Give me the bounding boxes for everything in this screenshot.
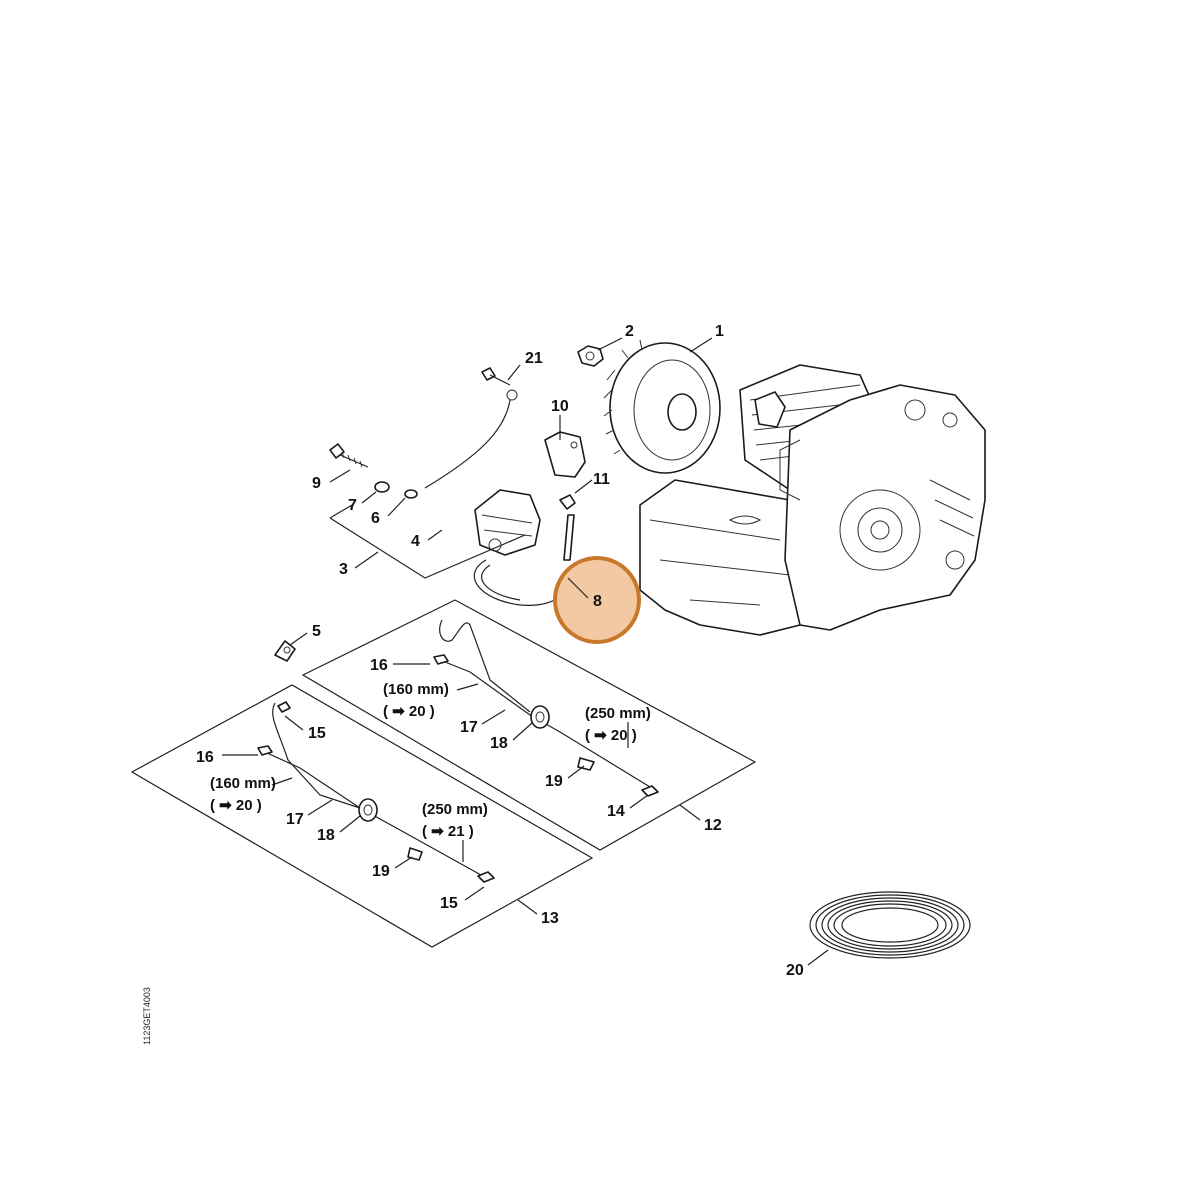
label-19-kit12[interactable]: 19 xyxy=(545,773,563,790)
ignition-module xyxy=(474,489,541,556)
document-id: 1123GET4003 xyxy=(142,987,152,1045)
label-9[interactable]: 9 xyxy=(312,475,321,492)
engine-crankcase xyxy=(639,364,986,636)
kit12-length-160: (160 mm) xyxy=(383,681,449,698)
kit-12-frame xyxy=(301,599,757,851)
nut xyxy=(577,345,604,367)
flywheel xyxy=(603,339,721,474)
label-21[interactable]: 21 xyxy=(525,350,543,367)
label-13[interactable]: 13 xyxy=(541,910,559,927)
kit13-ref-250: ( ➡ 21 ) xyxy=(422,823,474,840)
label-18-kit12[interactable]: 18 xyxy=(490,735,508,752)
kit13-ref-160: ( ➡ 20 ) xyxy=(210,797,262,814)
leader-lines xyxy=(222,337,829,966)
screw-and-washers xyxy=(329,443,418,499)
label-4[interactable]: 4 xyxy=(411,533,420,550)
group-3-frame-left xyxy=(329,504,353,519)
label-16-kit12[interactable]: 16 xyxy=(370,657,388,674)
spark-plug-boot xyxy=(544,431,586,510)
highlight-circle[interactable] xyxy=(553,556,641,644)
label-14[interactable]: 14 xyxy=(607,803,625,820)
label-5[interactable]: 5 xyxy=(312,623,321,640)
kit12-length-250: (250 mm) xyxy=(585,705,651,722)
kit12-ref-160: ( ➡ 20 ) xyxy=(383,703,435,720)
kit-13-frame xyxy=(130,684,594,948)
label-7[interactable]: 7 xyxy=(348,497,357,514)
label-15-kit13-top[interactable]: 15 xyxy=(308,725,326,742)
cable-coil xyxy=(809,891,971,959)
kit12-ref-250: ( ➡ 20 ) xyxy=(585,727,637,744)
label-20[interactable]: 20 xyxy=(786,962,804,979)
label-12[interactable]: 12 xyxy=(704,817,722,834)
label-1[interactable]: 1 xyxy=(715,323,724,340)
label-19-kit13[interactable]: 19 xyxy=(372,863,390,880)
label-18-kit13[interactable]: 18 xyxy=(317,827,335,844)
short-circuit-wire xyxy=(424,367,518,489)
label-15-kit13-bottom[interactable]: 15 xyxy=(440,895,458,912)
kit-12-wiring xyxy=(433,619,659,797)
label-8[interactable]: 8 xyxy=(593,593,602,610)
label-17-kit12[interactable]: 17 xyxy=(460,719,478,736)
label-11[interactable]: 11 xyxy=(593,471,610,488)
kit13-length-160: (160 mm) xyxy=(210,775,276,792)
kit-13-wiring xyxy=(257,701,495,883)
label-17-kit13[interactable]: 17 xyxy=(286,811,304,828)
label-2[interactable]: 2 xyxy=(625,323,634,340)
kit13-length-250: (250 mm) xyxy=(422,801,488,818)
clip xyxy=(274,640,296,662)
label-6[interactable]: 6 xyxy=(371,510,380,527)
label-10[interactable]: 10 xyxy=(551,398,569,415)
group-3-frame xyxy=(329,517,526,579)
label-16-kit13[interactable]: 16 xyxy=(196,749,214,766)
label-3[interactable]: 3 xyxy=(339,561,348,578)
